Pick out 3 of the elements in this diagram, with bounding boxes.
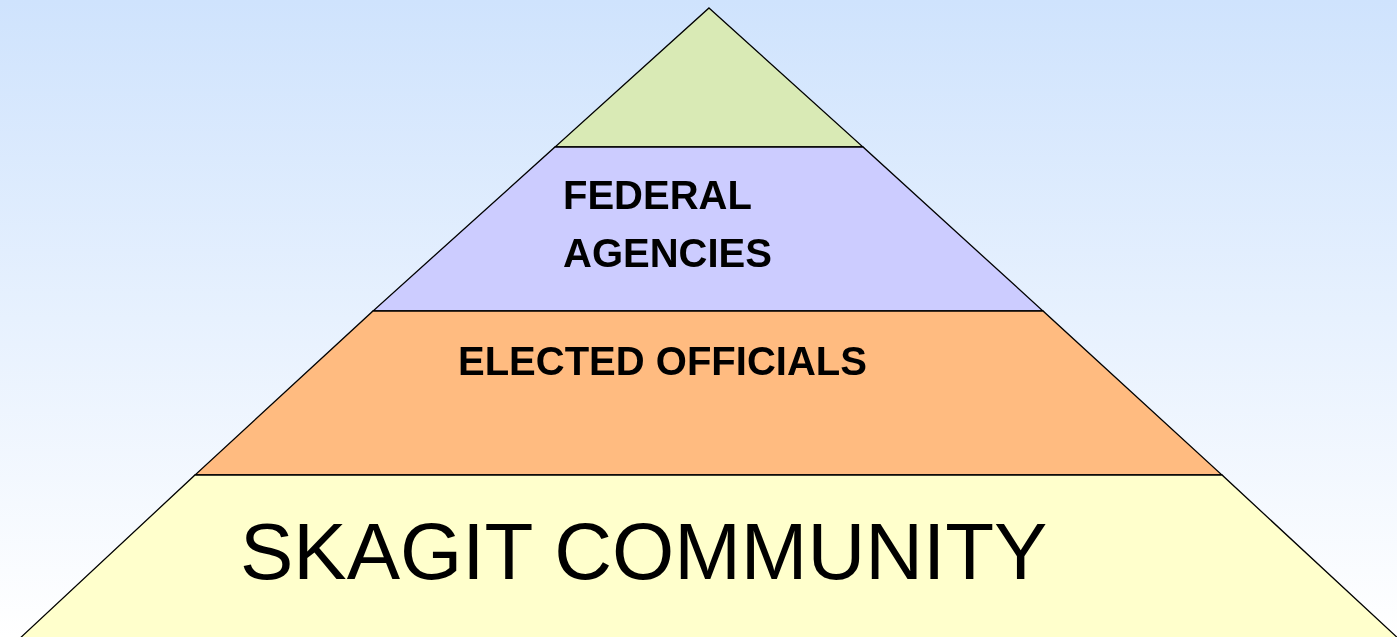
tier-label: FEDERAL AGENCIES bbox=[563, 172, 773, 277]
tier-label: SKAGIT COMMUNITY bbox=[240, 506, 1048, 598]
tier-label: ELECTED OFFICIALS bbox=[458, 338, 867, 385]
